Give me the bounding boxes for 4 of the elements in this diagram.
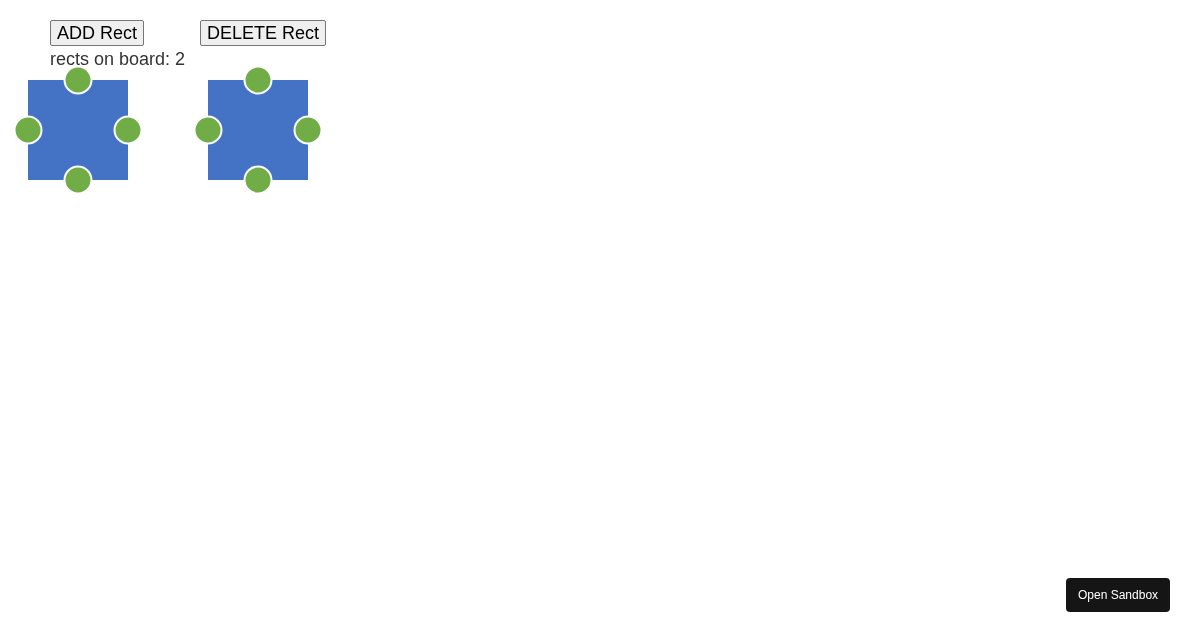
open-sandbox-button: Open Sandbox	[1066, 578, 1171, 612]
count-text: rects on board: 2	[50, 49, 186, 69]
add-button: ADD Rect	[50, 20, 144, 46]
delete-button: DELETE Rect	[200, 20, 327, 46]
